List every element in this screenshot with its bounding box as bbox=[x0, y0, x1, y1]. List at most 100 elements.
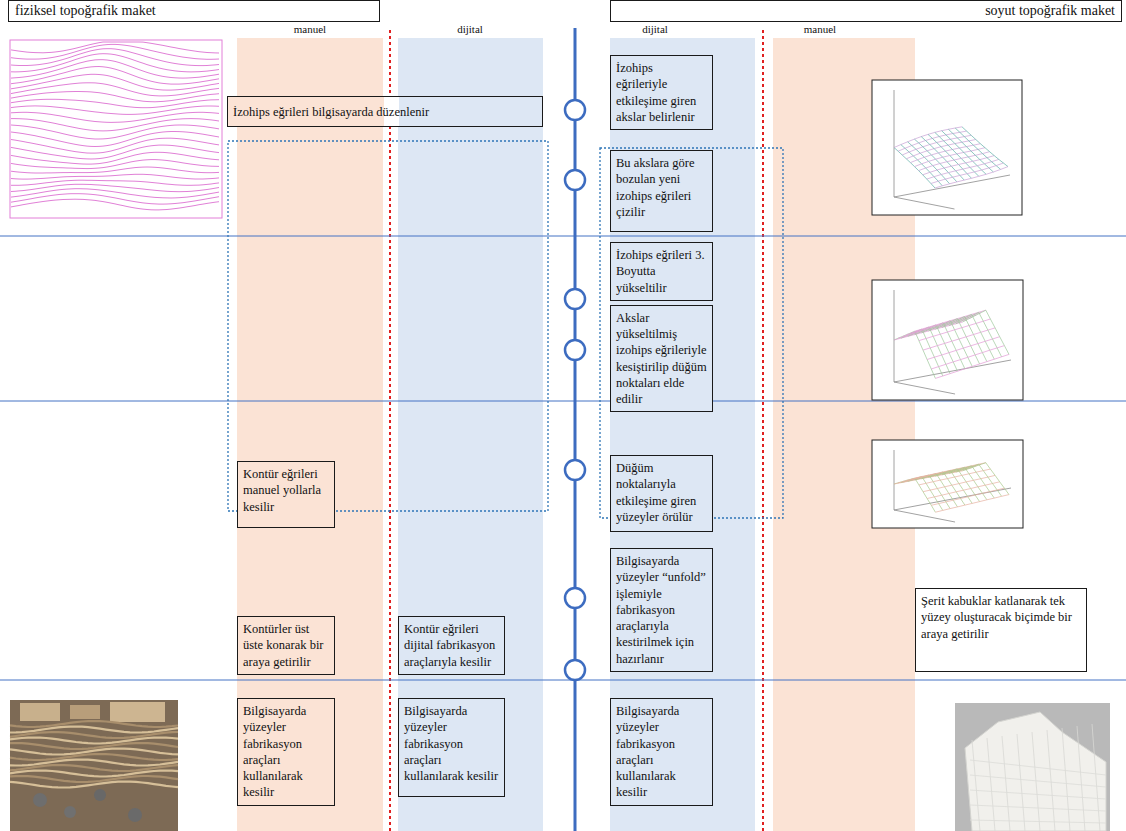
contour-line bbox=[11, 83, 219, 96]
photo-layer bbox=[10, 760, 178, 766]
process-box: Bilgisayarda yüzeyler fabrikasyon araçla… bbox=[610, 698, 713, 806]
divider-line bbox=[762, 30, 764, 831]
mesh-line bbox=[955, 128, 1001, 169]
box-text: İzohips eğrileriyle etkileşime giren aks… bbox=[616, 60, 707, 125]
contour-line bbox=[11, 167, 219, 173]
mesh-line bbox=[935, 132, 979, 176]
contour-line bbox=[11, 174, 219, 179]
fold-line bbox=[970, 760, 1106, 775]
timeline-dot bbox=[565, 588, 585, 608]
photo-block bbox=[70, 705, 100, 719]
box-text: Kontür eğrileri dijital fabrikasyon araç… bbox=[404, 621, 499, 670]
fold-line bbox=[987, 738, 995, 831]
mesh-line bbox=[931, 488, 1004, 505]
photo-ground bbox=[10, 700, 178, 831]
contour-line bbox=[11, 138, 219, 153]
photo-ground bbox=[955, 703, 1110, 831]
digital-band bbox=[610, 38, 755, 831]
mesh-line bbox=[910, 144, 980, 163]
box-text: Düğüm noktalarıyla etkileşime giren yüze… bbox=[616, 460, 707, 525]
mesh-line bbox=[915, 325, 958, 371]
model-photo bbox=[955, 703, 1110, 831]
row-line bbox=[0, 680, 1126, 681]
box-text: Bilgisayarda yüzeyler fabrikasyon araçla… bbox=[616, 703, 707, 801]
mesh-line bbox=[956, 464, 1002, 496]
process-box: Bilgisayarda yüzeyler fabrikasyon araçla… bbox=[398, 698, 505, 797]
mesh-line bbox=[901, 477, 943, 511]
contour-frame bbox=[10, 40, 222, 218]
fold-line bbox=[970, 820, 1106, 823]
fold-line bbox=[1062, 728, 1070, 831]
plot-frame bbox=[872, 440, 1023, 528]
mesh-line bbox=[931, 163, 1004, 184]
photo-tree bbox=[94, 789, 106, 801]
box-text: Kontürler üst üste konarak bir araya get… bbox=[243, 621, 329, 670]
photo-layer bbox=[10, 721, 178, 727]
plot-axis bbox=[894, 290, 895, 382]
plot-axis bbox=[894, 175, 1010, 197]
box-text: İzohips eğrileri 3. Boyutta yükseltilir bbox=[616, 247, 707, 296]
mesh-line bbox=[894, 478, 935, 512]
fold-line bbox=[1032, 732, 1040, 831]
contour-line bbox=[11, 180, 219, 185]
process-box: İzohips eğrileri bilgisayarda düzenlenir bbox=[227, 96, 543, 127]
plot-axis bbox=[894, 90, 895, 197]
process-box: Bu akslara göre bozulan yeni izohips eğr… bbox=[610, 150, 713, 232]
fold-line bbox=[1092, 724, 1100, 831]
timeline-dots bbox=[565, 100, 585, 680]
mesh-line bbox=[927, 482, 1000, 499]
row-line bbox=[0, 236, 1126, 237]
box-text: fiziksel topoğrafik maket bbox=[15, 2, 373, 20]
contour-line bbox=[11, 132, 219, 147]
contour-line bbox=[11, 44, 219, 59]
contour-line bbox=[11, 67, 219, 85]
mesh-line bbox=[908, 327, 950, 374]
fold-line bbox=[1077, 726, 1085, 831]
mesh-line bbox=[962, 127, 1008, 167]
process-box: Kontür eğrileri dijital fabrikasyon araç… bbox=[398, 616, 505, 675]
process-box: İzohips eğrileriyle etkileşime giren aks… bbox=[610, 55, 713, 130]
photo-block bbox=[20, 703, 60, 721]
box-text: Bu akslara göre bozulan yeni izohips eğr… bbox=[616, 155, 707, 220]
mesh-line bbox=[928, 134, 972, 178]
mesh-line bbox=[942, 467, 987, 500]
mesh-line bbox=[921, 323, 965, 369]
photo-block bbox=[110, 702, 165, 722]
box-text: soyut topoğrafik maket bbox=[617, 2, 1115, 20]
contour-line bbox=[11, 92, 219, 102]
process-box: Akslar yükseltilmiş izohips eğrileriyle … bbox=[610, 305, 713, 413]
contour-drawing bbox=[10, 40, 222, 218]
box-text: Akslar yükseltilmiş izohips eğrileriyle … bbox=[616, 310, 707, 408]
fold-line bbox=[1002, 736, 1010, 831]
mesh-line bbox=[935, 495, 1009, 513]
contour-line bbox=[11, 194, 219, 204]
mesh-line bbox=[935, 354, 1009, 378]
box-text: İzohips eğrileri bilgisayarda düzenlenir bbox=[233, 104, 537, 120]
manual-band bbox=[773, 38, 915, 831]
mesh-line bbox=[956, 312, 1002, 357]
fold-line bbox=[970, 790, 1106, 799]
manual-band bbox=[237, 38, 383, 831]
column-label: dijital bbox=[430, 23, 510, 36]
contour-line bbox=[11, 160, 219, 169]
mesh-line bbox=[923, 156, 995, 175]
fold-line bbox=[970, 805, 1106, 811]
surface-plots bbox=[872, 80, 1023, 528]
mesh-line bbox=[935, 469, 979, 502]
mesh-line bbox=[927, 159, 999, 179]
mesh-line bbox=[915, 474, 958, 507]
mesh-line bbox=[935, 167, 1008, 188]
plot-frame bbox=[872, 80, 1022, 215]
process-box: Bilgisayarda yüzeyler “unfold” işlemiyle… bbox=[610, 548, 713, 672]
photo-layer bbox=[10, 743, 178, 749]
contour-line bbox=[11, 152, 219, 164]
mesh-line bbox=[902, 135, 971, 155]
fold-line bbox=[970, 775, 1106, 787]
plot-axis bbox=[894, 450, 895, 510]
header-box: soyut topoğrafik maket bbox=[610, 0, 1122, 22]
box-text: Kontür eğrileri manuel yollarla kesilir bbox=[243, 466, 329, 515]
photo-tree bbox=[64, 806, 76, 818]
process-box: Düğüm noktalarıyla etkileşime giren yüze… bbox=[610, 455, 713, 532]
